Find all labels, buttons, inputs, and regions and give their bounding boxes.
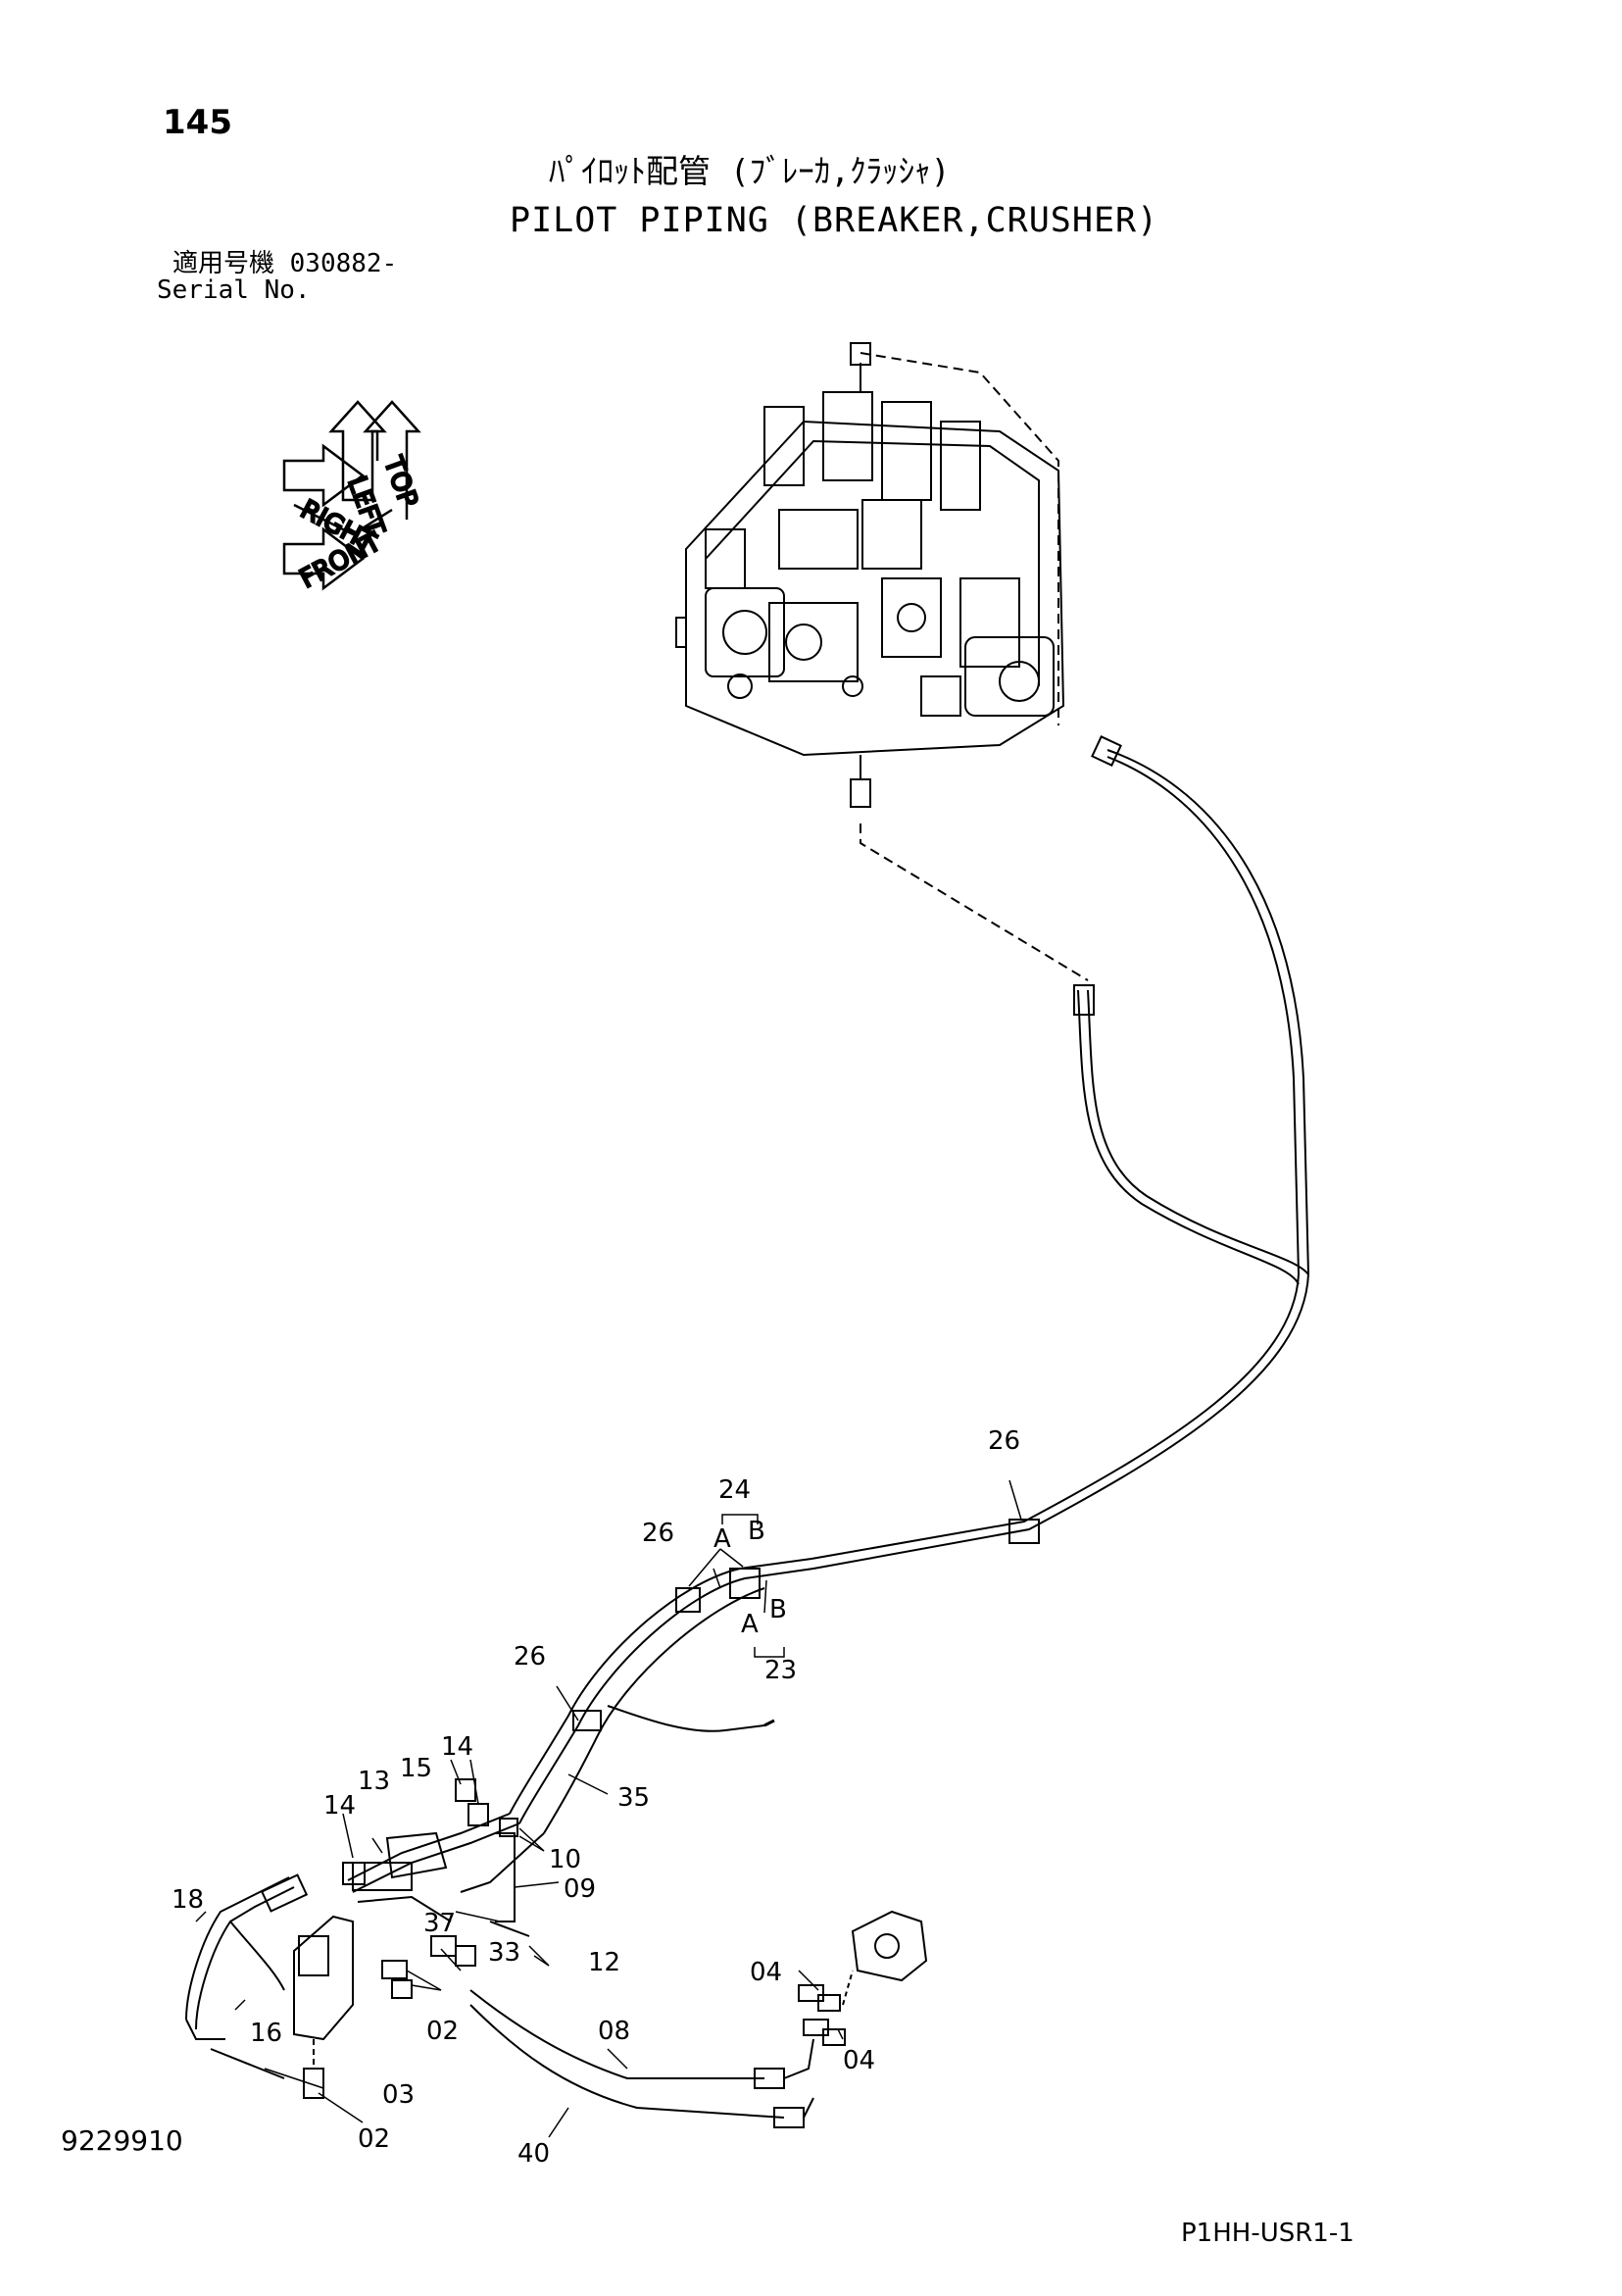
callout-12: 12 [588, 1948, 620, 1977]
callout-14: 14 [441, 1732, 473, 1762]
callout-15: 15 [400, 1754, 432, 1783]
callout-02: 02 [358, 2124, 390, 2154]
pilot-hoses-lower [185, 1519, 1040, 2079]
callout-40: 40 [517, 2139, 550, 2169]
serial-range-japanese: 適用号機 030882- [172, 249, 398, 278]
callout-b: B [748, 1517, 765, 1546]
callout-23: 23 [764, 1656, 797, 1685]
callout-26: 26 [514, 1642, 546, 1672]
callout-09: 09 [564, 1874, 596, 1904]
callout-18: 18 [172, 1885, 204, 1915]
callout-04: 04 [843, 2046, 875, 2075]
callout-a: A [713, 1524, 731, 1554]
callout-10: 10 [549, 1845, 581, 1874]
callout-33: 33 [488, 1938, 520, 1968]
callout-08: 08 [598, 2017, 630, 2046]
callout-37: 37 [423, 1909, 456, 1938]
leader-lines [195, 1479, 1022, 2138]
control-valve [675, 342, 1089, 981]
orientation-top-label: TOP [377, 452, 422, 511]
pilot-hoses-upper [811, 735, 1310, 1570]
page-number: 145 [163, 103, 232, 142]
callout-14: 14 [323, 1791, 356, 1821]
callout-03: 03 [382, 2080, 415, 2110]
figure-number: 9229910 [61, 2124, 183, 2157]
title-english: PILOT PIPING (BREAKER,CRUSHER) [510, 201, 1159, 240]
callout-a: A [741, 1610, 759, 1639]
document-code: P1HH-USR1-1 [1181, 2219, 1354, 2248]
callout-26: 26 [988, 1426, 1020, 1456]
callout-b: B [769, 1595, 787, 1624]
orientation-indicator: RIGHT FRONT LEFT TOP [282, 400, 424, 595]
callout-26: 26 [642, 1519, 674, 1548]
right-fittings [798, 1910, 928, 2046]
callout-13: 13 [358, 1767, 390, 1796]
callout-labels: 26 24 26 A B A B 23 26 14 13 15 14 35 10… [172, 1426, 1020, 2169]
hoses-08-40 [469, 1989, 814, 2128]
callout-04: 04 [750, 1958, 782, 1987]
callout-16: 16 [250, 2019, 282, 2048]
callout-24: 24 [718, 1475, 751, 1505]
serial-label: Serial No. [157, 275, 311, 305]
callout-02: 02 [426, 2017, 459, 2046]
callout-35: 35 [617, 1783, 650, 1813]
title-japanese: ﾊﾟｲﾛｯﾄ配管 (ﾌﾞﾚｰｶ,ｸﾗｯｼｬ) [549, 152, 951, 190]
